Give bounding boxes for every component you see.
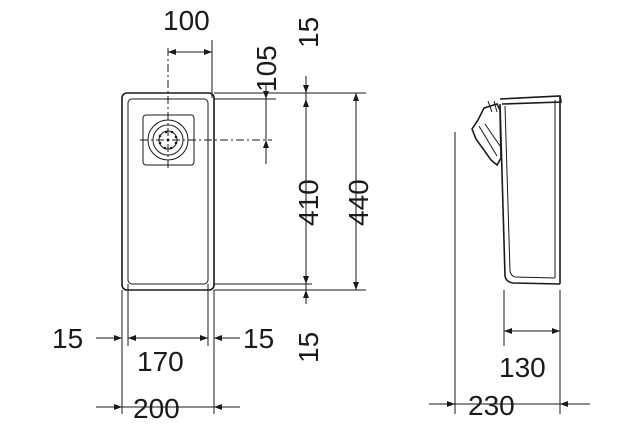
dim-right-rim: 15 — [214, 323, 274, 354]
dim-inner-width: 170 — [128, 335, 208, 377]
dim-label-410: 410 — [293, 179, 324, 226]
dim-bottom-rim: 15 — [293, 284, 324, 363]
sink-top-view — [121, 92, 215, 291]
dim-label-100: 100 — [163, 5, 210, 36]
dim-drain-offset-x: 100 — [163, 5, 213, 98]
dim-label-15-right: 15 — [243, 323, 274, 354]
dim-bowl-depth: 130 — [499, 328, 560, 383]
dim-label-105: 105 — [251, 45, 282, 92]
dim-left-rim: 15 — [52, 323, 122, 354]
dim-outer-width: 200 — [96, 393, 240, 424]
dim-label-440: 440 — [343, 179, 374, 226]
dim-label-200: 200 — [133, 393, 180, 424]
dim-drain-offset-y: 105 — [214, 45, 282, 164]
dim-label-15-top: 15 — [293, 17, 324, 48]
dim-outer-length: 440 — [214, 92, 374, 291]
dim-label-130: 130 — [499, 352, 546, 383]
dim-label-230: 230 — [468, 390, 515, 421]
sink-outer-rim — [121, 92, 215, 291]
dim-total-depth: 230 — [429, 390, 590, 421]
dim-inner-length: 410 — [214, 99, 324, 285]
sink-side-profile — [471, 95, 562, 285]
dim-label-170: 170 — [137, 346, 184, 377]
dim-label-15-left: 15 — [52, 323, 83, 354]
sink-inner-bowl — [127, 98, 209, 285]
dim-label-15-bottom: 15 — [293, 332, 324, 363]
